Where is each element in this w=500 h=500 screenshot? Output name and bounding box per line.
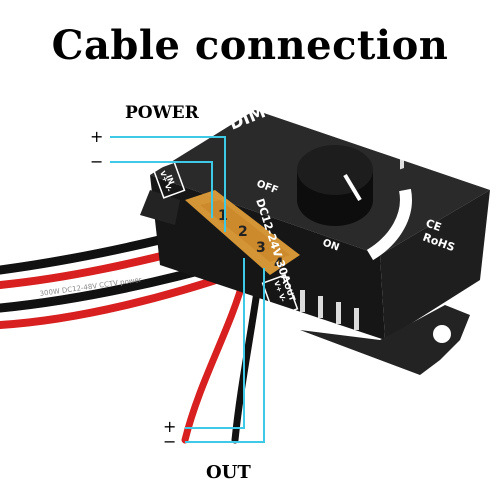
dial-arc	[366, 188, 412, 261]
terminal-4: 4	[274, 256, 284, 272]
on-label: ON	[321, 237, 341, 253]
out-minus-sign: −	[163, 432, 177, 451]
power-label: POWER	[125, 103, 199, 123]
terminal-3: 3	[256, 240, 266, 256]
out-plus-sign: +	[163, 417, 177, 436]
power-minus-sign: −	[90, 152, 104, 171]
dimmer-knob[interactable]	[297, 145, 373, 226]
in-label: IN	[164, 174, 176, 186]
wire-guides	[110, 136, 265, 443]
cables: 300W DC12-48V CCTV power	[0, 225, 262, 444]
out-minus-guide	[185, 268, 265, 443]
terminal-cover: 1 2 3 4	[185, 190, 300, 275]
out-plus-guide	[185, 258, 245, 429]
terminal-2: 2	[238, 224, 248, 240]
power-plus-guide	[110, 136, 226, 232]
power-minus-guide	[110, 161, 213, 218]
terminal-1: 1	[218, 208, 228, 224]
page-title: Cable connection	[51, 22, 449, 69]
out-label: OUT	[206, 462, 251, 483]
power-plus-sign: +	[90, 127, 104, 146]
ce-mark: CE	[424, 217, 443, 235]
